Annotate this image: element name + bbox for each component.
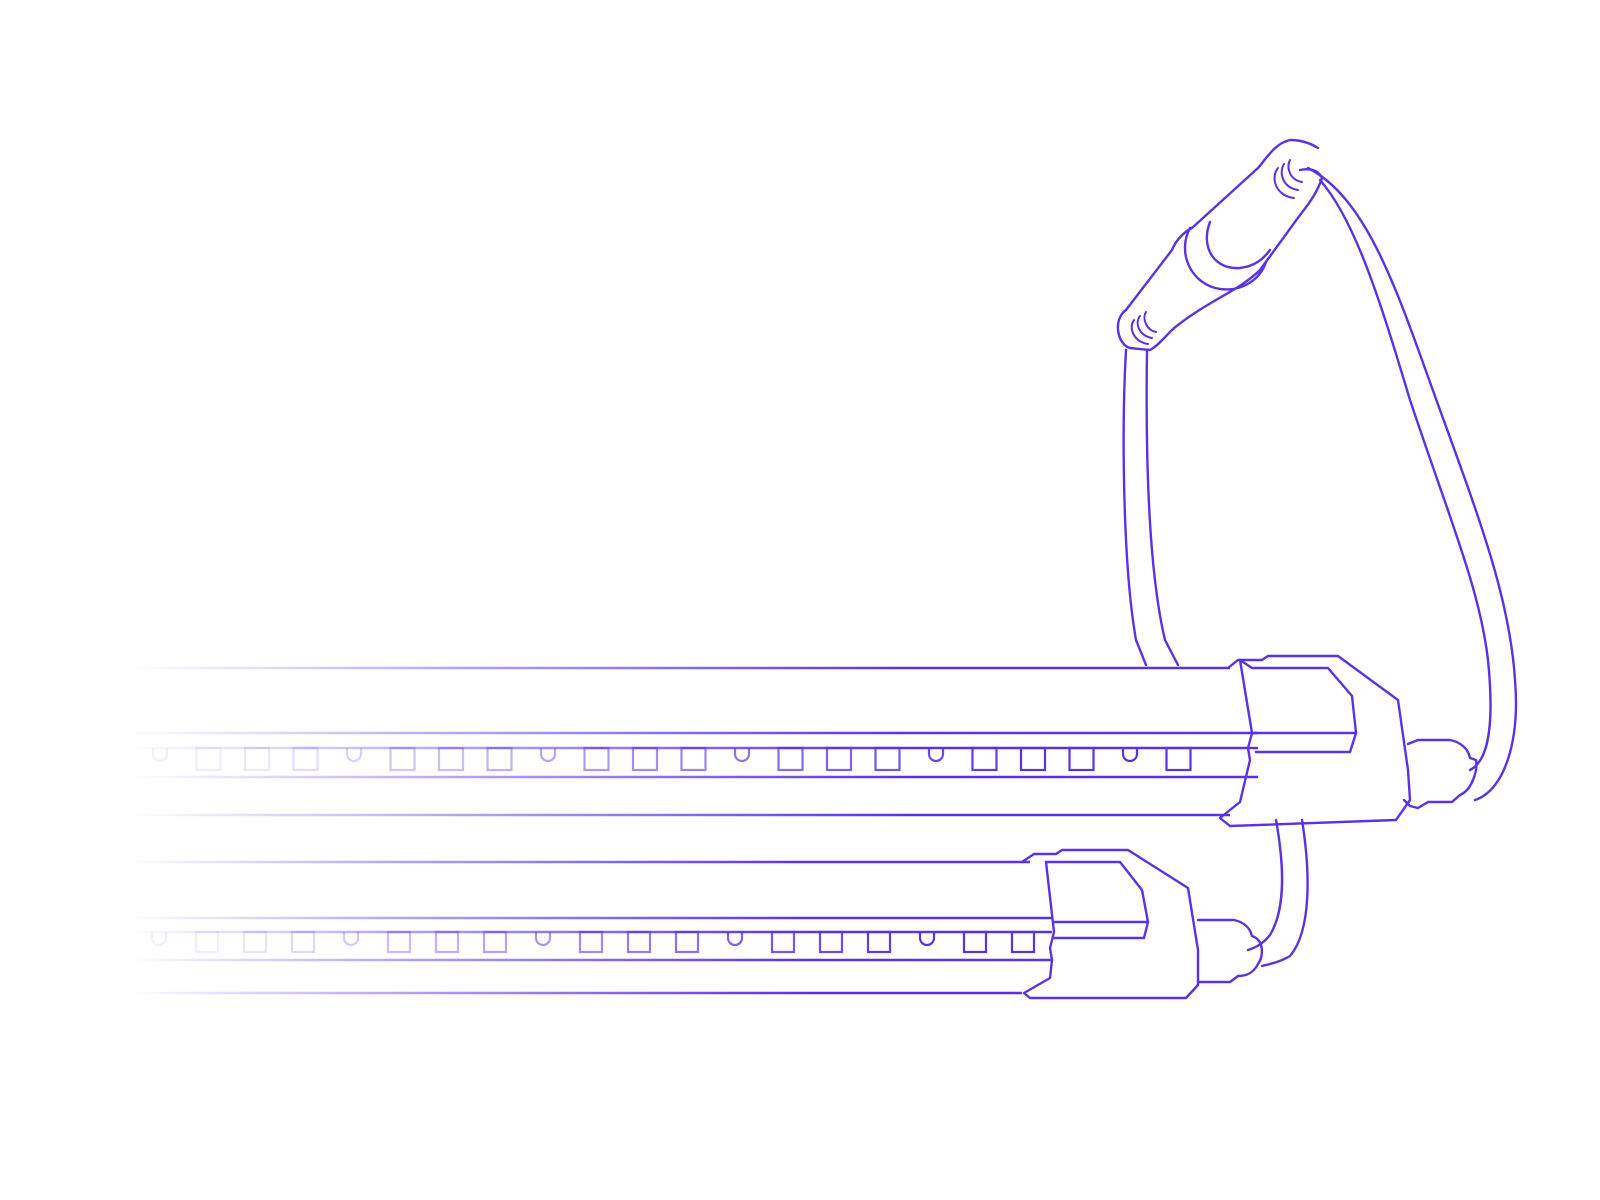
led-chip	[482, 930, 508, 954]
led-chip	[434, 930, 460, 954]
led-chip	[389, 746, 416, 772]
led-bar-bottom	[130, 860, 1052, 995]
led-chip	[292, 746, 319, 772]
sensor-dot	[345, 748, 363, 763]
led-chip	[386, 930, 412, 954]
sensor-dot	[151, 748, 169, 763]
led-chip	[194, 930, 220, 954]
led-chip	[680, 746, 707, 772]
sensor-dot	[927, 748, 945, 763]
sensor-dot	[534, 932, 552, 947]
led-bar-top	[130, 666, 1258, 817]
led-chip	[626, 930, 652, 954]
led-chip	[195, 746, 222, 772]
led-chip	[825, 746, 853, 772]
led-chip	[971, 746, 998, 772]
sensor-dot	[726, 932, 744, 947]
end-cap-icon	[1218, 654, 1478, 828]
connector-plug-icon	[1116, 138, 1324, 352]
sensor-dot	[733, 748, 751, 763]
led-chip	[578, 930, 604, 954]
led-chip	[777, 746, 804, 772]
led-chip	[242, 930, 268, 954]
led-chip	[962, 930, 988, 954]
end-cap-icon	[1020, 848, 1264, 1000]
sensor-dot	[150, 932, 168, 947]
led-chip	[243, 746, 271, 772]
link-cable-icon	[1246, 818, 1309, 968]
led-chip	[583, 746, 610, 772]
led-chip	[674, 930, 700, 954]
led-chip	[486, 746, 513, 772]
led-chip	[1010, 930, 1036, 954]
led-chip	[437, 746, 465, 772]
sensor-dot	[342, 932, 360, 947]
led-chip	[770, 930, 796, 954]
led-chip	[1165, 746, 1192, 772]
led-chip	[866, 930, 892, 954]
led-chip	[1019, 746, 1047, 772]
sensor-dot	[918, 932, 936, 947]
sensor-dot	[1121, 748, 1139, 763]
led-chip	[874, 746, 901, 772]
led-chip	[290, 930, 316, 954]
sensor-dot	[539, 748, 557, 763]
power-cable-icon	[1122, 166, 1518, 802]
led-chip	[1068, 746, 1095, 772]
led-chip	[631, 746, 659, 772]
led-chip	[818, 930, 844, 954]
